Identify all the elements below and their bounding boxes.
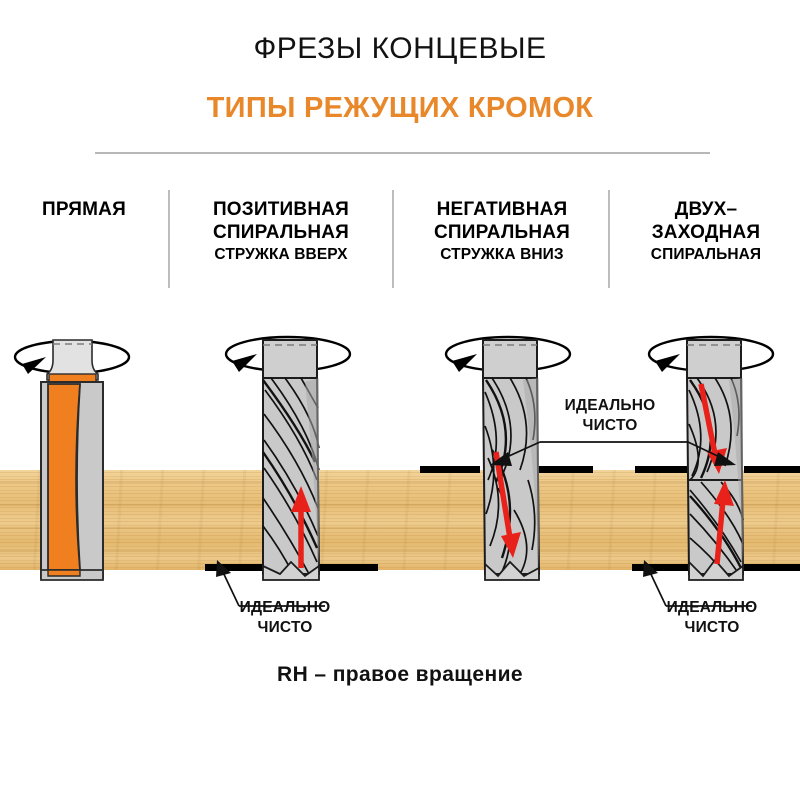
page-title: ФРЕЗЫ КОНЦЕВЫЕ [253, 32, 547, 65]
annotation-col3: ИДЕАЛЬНО ЧИСТО [540, 396, 680, 436]
column-title-line3: СТРУЖКА ВНИЗ [440, 246, 564, 263]
annotation-col4: ИДЕАЛЬНО ЧИСТО [642, 598, 782, 638]
column-divider-1 [168, 190, 170, 288]
header-divider [95, 152, 710, 154]
column-title-line3: СПИРАЛЬНАЯ [650, 246, 762, 263]
leader-line-col3-double [490, 441, 736, 466]
column-title-line2: ЗАХОДНАЯ [651, 222, 761, 243]
column-header-down-spiral: НЕГАТИВНАЯ СПИРАЛЬНАЯ СТРУЖКА ВНИЗ [396, 198, 608, 265]
cut-edge-clean-col2-bottom [205, 564, 265, 571]
tool-straight [0, 330, 168, 590]
chip-direction-arrow-up [291, 486, 311, 568]
tool-shank [482, 339, 538, 379]
workpiece-board [0, 470, 800, 570]
cut-edge-clean-col2-bottom-right [318, 564, 378, 571]
column-header-up-spiral: ПОЗИТИВНАЯ СПИРАЛЬНАЯ СТРУЖКА ВВЕРХ [172, 198, 390, 265]
cut-edge-clean-col3-top-right [533, 466, 593, 473]
column-header-straight: ПРЯМАЯ [0, 198, 168, 221]
column-title-line2: СПИРАЛЬНАЯ [433, 222, 571, 243]
leader-line-col2 [216, 560, 325, 607]
footer-note: RH – правое вращение [277, 663, 523, 686]
cut-edge-clean-col4-top [635, 466, 693, 473]
annotation-line1: ИДЕАЛЬНО [666, 599, 758, 616]
column-divider-3 [608, 190, 610, 288]
leader-line-col4 [643, 560, 752, 607]
page-subtitle: ТИПЫ РЕЖУЩИХ КРОМОК [206, 92, 594, 124]
column-title-line1: НЕГАТИВНАЯ [436, 199, 568, 220]
annotation-line1: ИДЕАЛЬНО [239, 599, 331, 616]
tool-compression [635, 330, 800, 590]
tool-cutting-edge [47, 383, 81, 571]
chip-direction-arrow-down [493, 451, 521, 558]
column-title-line1: ПРЯМАЯ [42, 199, 126, 220]
cut-edge-clean-col4-bottom [632, 564, 692, 571]
tool-tip [484, 560, 540, 581]
tool-up-spiral [205, 330, 385, 590]
chip-direction-arrow-up [714, 480, 734, 565]
annotation-line1: ИДЕАЛЬНО [564, 397, 656, 414]
column-title-line1: ПОЗИТИВНАЯ [212, 199, 350, 220]
column-title-line1: ДВУХ– [674, 199, 738, 220]
column-title-line2: СПИРАЛЬНАЯ [212, 222, 350, 243]
tool-shank [46, 339, 99, 381]
cut-edge-clean-col4-bottom-right [744, 564, 800, 571]
annotation-line2: ЧИСТО [582, 417, 638, 434]
tool-tip [688, 558, 744, 581]
cut-edge-clean-col4-top-right [744, 466, 800, 473]
tool-tip [262, 560, 320, 581]
column-divider-2 [392, 190, 394, 288]
annotation-line2: ЧИСТО [684, 619, 740, 636]
tool-shank [686, 339, 742, 379]
cut-edge-clean-col3-top [420, 466, 480, 473]
tool-down-spiral [428, 330, 608, 590]
annotation-col2: ИДЕАЛЬНО ЧИСТО [215, 598, 355, 638]
column-title-line3: СТРУЖКА ВВЕРХ [214, 246, 348, 263]
tool-shank [262, 339, 318, 379]
annotation-line2: ЧИСТО [257, 619, 313, 636]
column-header-compression: ДВУХ– ЗАХОДНАЯ СПИРАЛЬНАЯ [612, 198, 800, 265]
